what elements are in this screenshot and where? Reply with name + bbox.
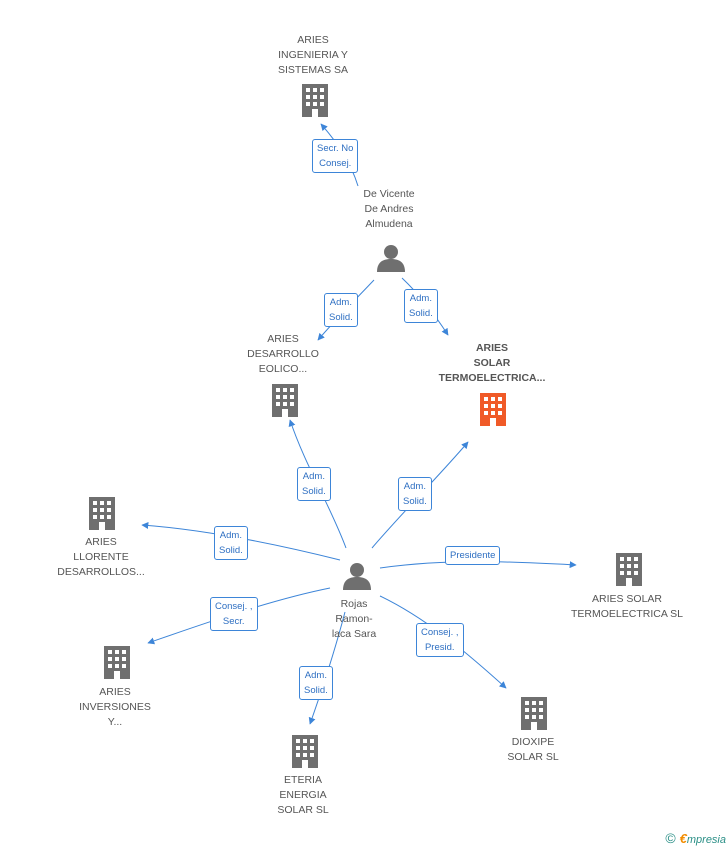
building-icon[interactable]	[292, 735, 318, 768]
edge-label-adm-solid[interactable]: Adm. Solid.	[214, 526, 248, 560]
node-label-aries-solar-focus[interactable]: ARIES SOLAR TERMOELECTRICA...	[438, 342, 546, 384]
edge-label-presidente[interactable]: Presidente	[445, 546, 501, 565]
building-icon[interactable]	[480, 393, 506, 426]
edge-label-secr-no-consej[interactable]: Secr. No Consej.	[312, 139, 359, 173]
edge-label-adm-solid[interactable]: Adm. Solid.	[324, 293, 358, 327]
person-icon[interactable]	[343, 563, 371, 590]
building-icon[interactable]	[89, 497, 115, 530]
node-label-aries-solar-sl[interactable]: ARIES SOLAR TERMOELECTRICA SL	[570, 593, 684, 620]
node-label-rojas[interactable]: Rojas Ramon- laca Sara	[331, 598, 377, 640]
building-icon[interactable]	[272, 384, 298, 417]
edge-label-adm-solid[interactable]: Adm. Solid.	[299, 666, 333, 700]
node-label-aries-desarrollo-eolico[interactable]: ARIES DESARROLLO EOLICO...	[247, 333, 319, 375]
edge-label-adm-solid[interactable]: Adm. Solid.	[297, 467, 331, 501]
node-label-aries-ingenieria[interactable]: ARIES INGENIERIA Y SISTEMAS SA	[277, 34, 349, 76]
building-icon[interactable]	[104, 646, 130, 679]
building-icon[interactable]	[616, 553, 642, 586]
empresia-logo-initial: €	[679, 831, 687, 846]
edge-label-consej-secr[interactable]: Consej. , Secr.	[210, 597, 258, 631]
node-label-aries-llorente[interactable]: ARIES LLORENTE DESARROLLOS...	[57, 536, 145, 578]
building-icon[interactable]	[521, 697, 547, 730]
empresia-watermark[interactable]: ©€mpresia	[665, 830, 726, 846]
edge-label-adm-solid[interactable]: Adm. Solid.	[404, 289, 438, 323]
node-label-dioxipe[interactable]: DIOXIPE SOLAR SL	[507, 736, 559, 763]
node-label-de-vicente[interactable]: De Vicente De Andres Almudena	[363, 188, 415, 230]
empresia-logo-text: mpresia	[686, 834, 726, 846]
person-icon[interactable]	[377, 245, 405, 272]
node-label-aries-inversiones[interactable]: ARIES INVERSIONES Y...	[79, 686, 151, 728]
edge-label-adm-solid[interactable]: Adm. Solid.	[398, 477, 432, 511]
building-icon[interactable]	[302, 84, 328, 117]
node-label-eteria[interactable]: ETERIA ENERGIA SOLAR SL	[277, 774, 329, 816]
copyright-icon: ©	[665, 830, 676, 846]
edge-label-consej-presid[interactable]: Consej. , Presid.	[416, 623, 464, 657]
